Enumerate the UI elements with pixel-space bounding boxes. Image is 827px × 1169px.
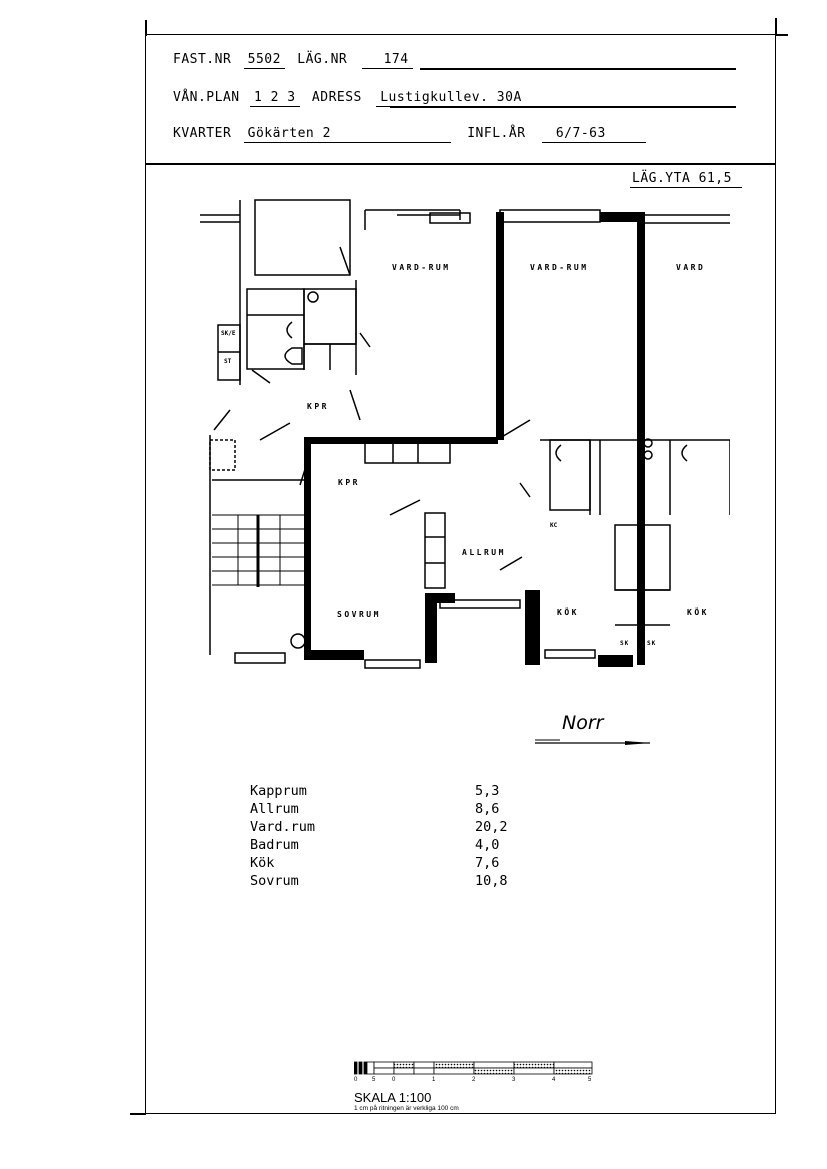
lag-nr-value: 174 (361, 52, 413, 69)
frame-corner-tick (776, 34, 788, 36)
area-value: 20,2 (475, 819, 508, 835)
lag-yta-value: 61,5 (698, 171, 732, 186)
area-value: 4,0 (475, 837, 500, 853)
adress-underline (390, 106, 736, 108)
header-row-kvarter: KVARTER Gökärten 2 INFL.ÅR 6/7-63 (173, 126, 646, 143)
room-label-st: ST (224, 358, 232, 365)
drawing-frame (145, 34, 776, 1114)
room-label-kc: KC (550, 522, 558, 529)
area-value: 5,3 (475, 783, 500, 799)
room-label-kpr: KPR (307, 402, 329, 411)
north-arrow-icon (535, 739, 650, 745)
area-row: Kapprum 5,3 (250, 782, 508, 800)
north-arrow: Norr (530, 712, 660, 752)
svg-text:5: 5 (588, 1077, 592, 1082)
svg-text:5: 5 (372, 1077, 376, 1082)
room-label-ske: SK/E (221, 330, 236, 337)
header-row-fast-nr: FAST.NR 5502 LÄG.NR 174 (173, 52, 413, 69)
room-label-kok: KÖK (557, 607, 579, 617)
kvarter-value: Gökärten 2 (243, 126, 451, 143)
room-label-kpr-2: KPR (338, 478, 360, 487)
room-label-kok-2: KÖK (687, 607, 709, 617)
svg-text:1: 1 (432, 1077, 436, 1082)
svg-text:0: 0 (354, 1077, 358, 1082)
floor-plan: VARD-RUM VARD-RUM VARD KPR KPR ALLRUM SO… (200, 199, 730, 669)
area-value: 7,6 (475, 855, 500, 871)
room-label-sk-2: SK (647, 640, 656, 647)
area-name: Kapprum (250, 783, 307, 799)
area-name: Allrum (250, 801, 299, 817)
svg-text:0: 0 (392, 1077, 396, 1082)
room-label-vardrum: VARD-RUM (392, 263, 451, 272)
scale-title: SKALA 1:100 (354, 1090, 432, 1105)
scale-bar-graphic: 0 5 0 1 2 3 4 5 (353, 1061, 593, 1083)
svg-text:4: 4 (552, 1077, 556, 1082)
area-name: Kök (250, 855, 275, 871)
room-label-sk: SK (620, 640, 629, 647)
area-name: Vard.rum (250, 819, 316, 835)
scale-subtitle: 1 cm på ritningen är verkliga 100 cm (354, 1105, 459, 1112)
van-plan-label: VÅN.PLAN (173, 90, 240, 105)
infl-ar-value: 6/7-63 (541, 126, 646, 143)
area-value: 8,6 (475, 801, 500, 817)
balcony-outline (254, 199, 351, 276)
scale-bar: 0 5 0 1 2 3 4 5 SKALA 1:100 1 cm på ritn… (353, 1060, 594, 1112)
room-label-vardrum-3: VARD (676, 263, 705, 272)
lag-nr-underline (420, 68, 736, 70)
lag-yta-tag: LÄG.YTA 61,5 (630, 171, 742, 188)
adress-value: Lustigkullev. 30A (376, 90, 526, 107)
frame-corner-tick (145, 20, 147, 36)
area-row: Vard.rum 20,2 (250, 818, 508, 836)
header-row-van-plan: VÅN.PLAN 1 2 3 ADRESS Lustigkullev. 30A (173, 90, 526, 107)
area-row: Sovrum 10,8 (250, 872, 508, 890)
frame-corner-tick (775, 18, 777, 36)
svg-text:2: 2 (472, 1077, 476, 1082)
area-name: Badrum (250, 837, 299, 853)
infl-ar-label: INFL.ÅR (467, 126, 526, 141)
fast-nr-value: 5502 (243, 52, 285, 69)
room-label-vardrum-2: VARD-RUM (530, 263, 589, 272)
area-row: Badrum 4,0 (250, 836, 508, 854)
area-row: Allrum 8,6 (250, 800, 508, 818)
room-label-sovrum: SOVRUM (337, 610, 381, 619)
fast-nr-label: FAST.NR (173, 52, 232, 67)
room-area-list: Kapprum 5,3 Allrum 8,6 Vard.rum 20,2 Badrum… (250, 782, 508, 890)
lag-yta-label: LÄG.YTA (632, 171, 691, 186)
kvarter-label: KVARTER (173, 126, 232, 141)
area-value: 10,8 (475, 873, 508, 889)
room-label-allrum: ALLRUM (462, 548, 506, 557)
adress-label: ADRESS (311, 90, 362, 105)
north-label: Norr (562, 712, 604, 734)
area-row: Kök 7,6 (250, 854, 508, 872)
lag-nr-label: LÄG.NR (297, 52, 348, 67)
area-name: Sovrum (250, 873, 299, 889)
van-plan-value: 1 2 3 (249, 90, 300, 107)
svg-text:3: 3 (512, 1077, 516, 1082)
header-divider (145, 163, 776, 165)
frame-corner-tick (130, 1113, 146, 1115)
